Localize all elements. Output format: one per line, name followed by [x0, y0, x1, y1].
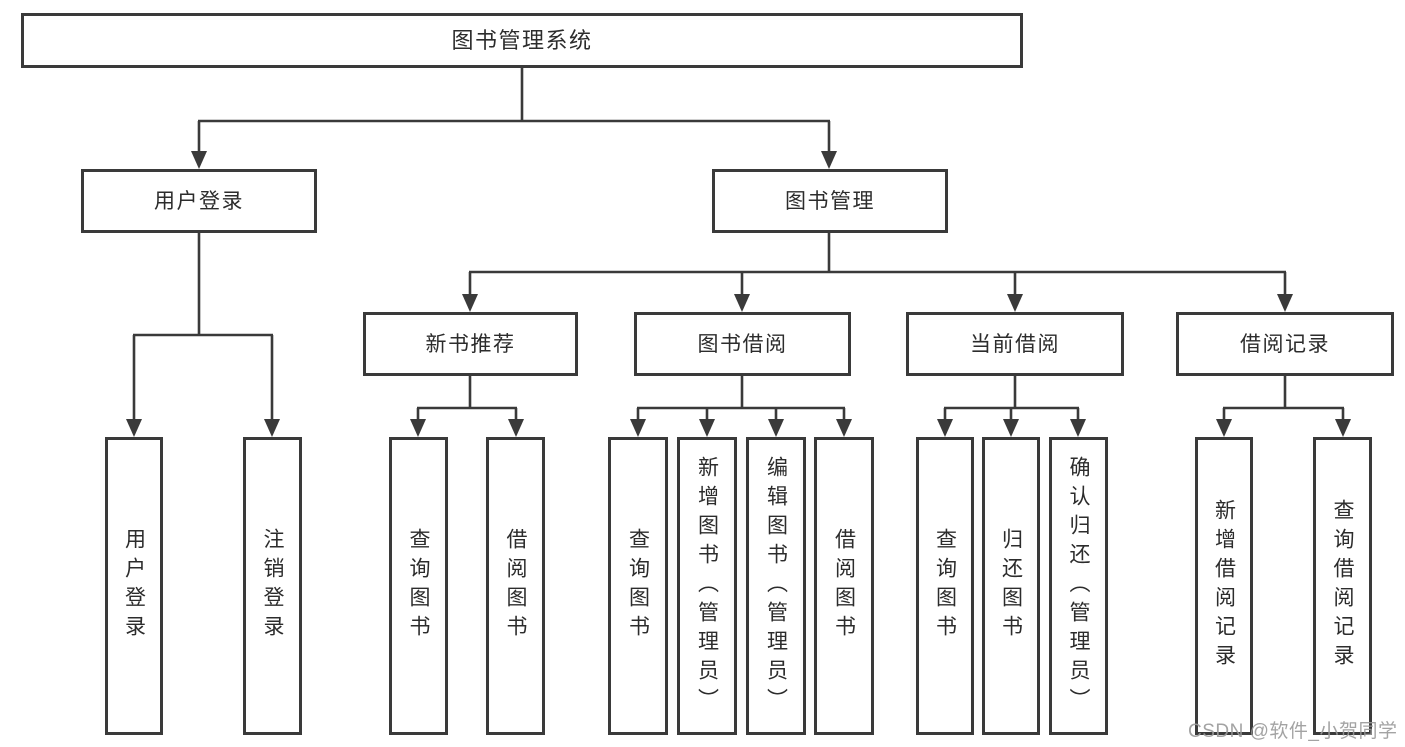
node-current-borrowing: 当前借阅 — [906, 312, 1124, 376]
node-label: 编辑图书（管理员） — [764, 455, 788, 717]
leaf-borrowing-add-books-admin: 新增图书（管理员） — [677, 437, 737, 735]
leaf-logout: 注销登录 — [243, 437, 302, 735]
node-label: 归还图书 — [999, 528, 1023, 644]
node-label: 查询图书 — [626, 528, 650, 644]
node-label: 新书推荐 — [425, 332, 516, 356]
node-new-book-recommendation: 新书推荐 — [363, 312, 578, 376]
leaf-borrowing-borrow-books: 借阅图书 — [814, 437, 874, 735]
leaf-records-add-record: 新增借阅记录 — [1195, 437, 1253, 735]
node-label: 新增图书（管理员） — [695, 455, 719, 717]
node-label: 查询借阅记录 — [1331, 499, 1354, 673]
node-label: 查询图书 — [933, 528, 957, 644]
node-label: 借阅记录 — [1240, 332, 1330, 356]
node-label: 图书管理 — [785, 189, 875, 213]
leaf-current-query-books: 查询图书 — [916, 437, 974, 735]
node-borrowing-records: 借阅记录 — [1176, 312, 1394, 376]
node-label: 用户登录 — [122, 528, 146, 644]
node-user-login: 用户登录 — [81, 169, 317, 233]
leaf-newbooks-borrow-books: 借阅图书 — [486, 437, 545, 735]
leaf-current-return-books: 归还图书 — [982, 437, 1040, 735]
node-label: 借阅图书 — [832, 528, 856, 644]
leaf-newbooks-query-books: 查询图书 — [389, 437, 448, 735]
leaf-borrowing-edit-books-admin: 编辑图书（管理员） — [746, 437, 806, 735]
node-label: 查询图书 — [407, 528, 430, 644]
node-book-borrowing: 图书借阅 — [634, 312, 851, 376]
leaf-borrowing-query-books: 查询图书 — [608, 437, 668, 735]
node-library-management-system: 图书管理系统 — [21, 13, 1023, 68]
leaf-records-query-record: 查询借阅记录 — [1313, 437, 1372, 735]
node-label: 借阅图书 — [504, 528, 527, 644]
node-label: 图书管理系统 — [451, 27, 593, 53]
watermark-text: CSDN @软件_小贺同学 — [1188, 721, 1398, 742]
node-label: 当前借阅 — [970, 332, 1060, 356]
node-label: 新增借阅记录 — [1212, 499, 1236, 673]
node-label: 图书借阅 — [697, 332, 788, 356]
leaf-current-confirm-return-admin: 确认归还（管理员） — [1049, 437, 1108, 735]
node-label: 用户登录 — [154, 189, 244, 213]
leaf-user-login: 用户登录 — [105, 437, 163, 735]
node-label: 确认归还（管理员） — [1067, 455, 1090, 717]
node-book-management: 图书管理 — [712, 169, 948, 233]
node-label: 注销登录 — [261, 528, 284, 644]
